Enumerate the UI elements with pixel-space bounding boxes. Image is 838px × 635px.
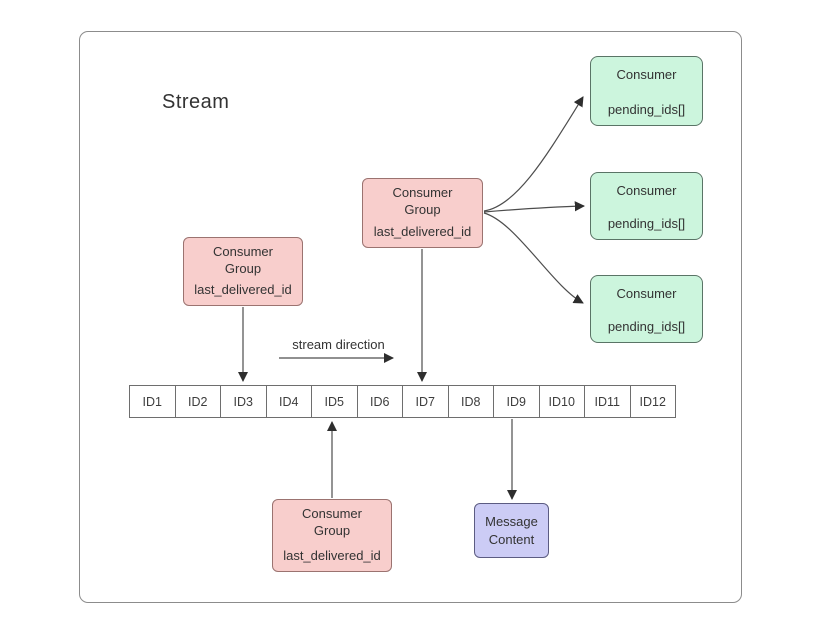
consumer-label: Consumer: [616, 286, 677, 301]
consumer-box-2: Consumer pending_ids[]: [590, 172, 703, 240]
message-content-label: Message Content: [485, 514, 538, 547]
stream-entry-id4: ID4: [267, 386, 312, 417]
stream-entry-id5: ID5: [312, 386, 358, 417]
consumer-box-1: Consumer pending_ids[]: [590, 56, 703, 126]
stream-entries-row: ID1 ID2 ID3 ID4 ID5 ID6 ID7 ID8 ID9 ID10…: [129, 385, 676, 418]
last-delivered-id-field: last_delivered_id: [194, 281, 292, 297]
stream-entry-id1: ID1: [130, 386, 176, 417]
stream-direction-label: stream direction: [292, 337, 385, 352]
stream-entry-id2: ID2: [176, 386, 221, 417]
stream-entry-id3: ID3: [221, 386, 267, 417]
diagram-title: Stream: [162, 91, 230, 113]
stream-entry-id9: ID9: [494, 386, 540, 417]
last-delivered-id-field: last_delivered_id: [283, 547, 381, 563]
consumer-group-label: Consumer Group: [392, 185, 453, 218]
stream-entry-id6: ID6: [358, 386, 403, 417]
consumer-group-label: Consumer Group: [213, 244, 273, 277]
pending-ids-field: pending_ids[]: [607, 215, 686, 231]
stream-entry-id8: ID8: [449, 386, 494, 417]
stream-entry-id11: ID11: [585, 386, 631, 417]
consumer-box-3: Consumer pending_ids[]: [590, 275, 703, 343]
last-delivered-id-field: last_delivered_id: [373, 223, 472, 239]
consumer-group-label: Consumer Group: [302, 506, 362, 539]
stream-entry-id7: ID7: [403, 386, 449, 417]
pending-ids-field: pending_ids[]: [607, 318, 686, 334]
stream-entry-id12: ID12: [639, 394, 666, 409]
consumer-group-box-middle: Consumer Group last_delivered_id: [362, 178, 483, 248]
pending-ids-field: pending_ids[]: [607, 101, 686, 117]
stream-entry-id10: ID10: [540, 386, 585, 417]
consumer-label: Consumer: [616, 67, 677, 82]
consumer-group-box-left: Consumer Group last_delivered_id: [183, 237, 303, 306]
consumer-label: Consumer: [616, 183, 677, 198]
consumer-group-box-bottom: Consumer Group last_delivered_id: [272, 499, 392, 572]
message-content-box: Message Content: [474, 503, 549, 558]
